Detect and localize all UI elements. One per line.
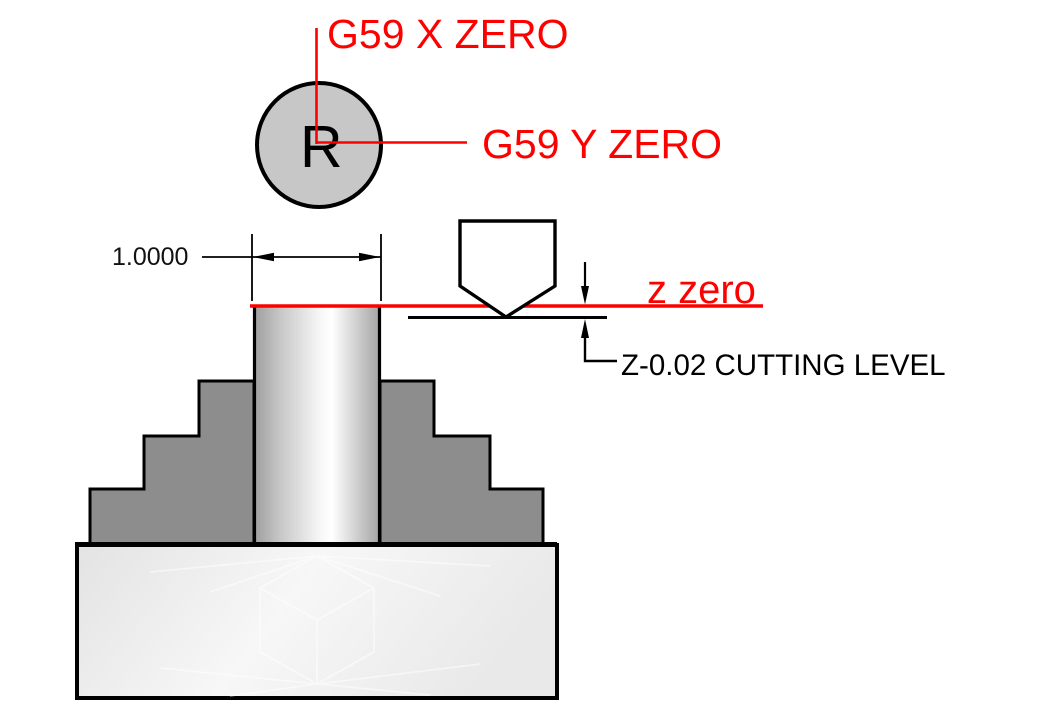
dimension-arrow-left [253,252,274,262]
down-arrow-head [581,286,589,305]
dimension-arrow-right [359,252,380,262]
g59-y-zero-label: G59 Y ZERO [482,121,722,167]
step-block-left [88,379,256,546]
g59-x-zero-label: G59 X ZERO [327,11,569,57]
z-zero-label: z zero [647,268,756,312]
cutting-level-leader [583,333,617,363]
tool-profile [458,219,557,320]
reference-ball-label: R [300,114,343,180]
width-dimension-label: 1.0000 [112,243,188,271]
cutting-level-label: Z-0.02 CUTTING LEVEL [621,349,946,382]
cutting-depth-callout [581,262,617,363]
step-block-right [378,379,545,546]
cylinder-boss [254,306,380,544]
reference-ball [255,81,383,209]
base-watermark-cube [149,555,491,697]
width-dimension-group [202,234,382,301]
up-arrow-head [581,319,589,338]
